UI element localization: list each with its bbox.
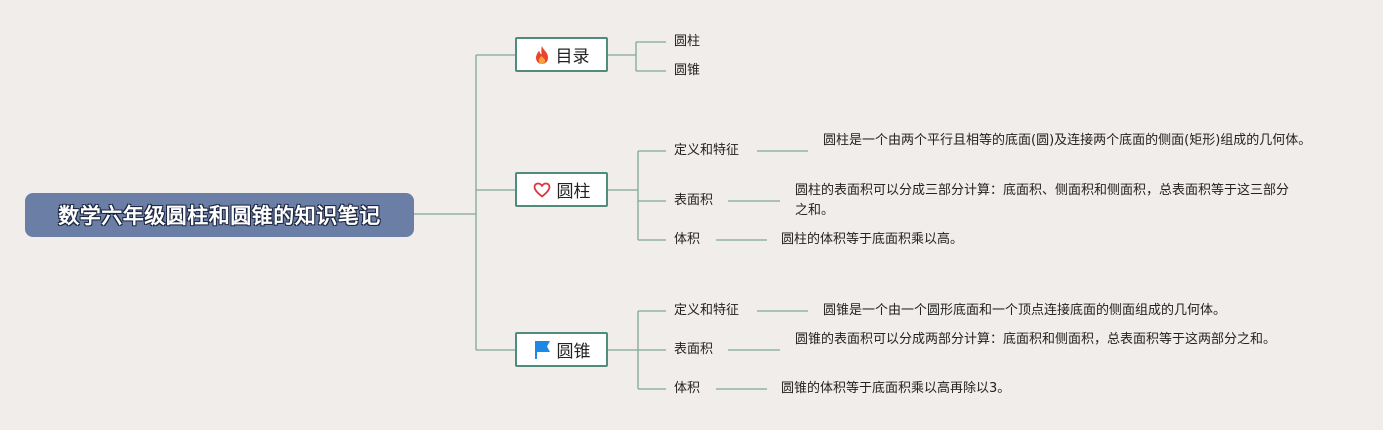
- branch-toc[interactable]: 目录: [515, 37, 608, 72]
- cylinder-surface-area-note: 圆柱的表面积可以分成三部分计算：底面积、侧面积和侧面积，总表面积等于这三部分之和…: [795, 183, 1290, 218]
- cone-volume-note: 圆锥的体积等于底面积乘以高再除以3。: [781, 381, 1011, 396]
- toc-item-cylinder[interactable]: 圆柱: [674, 34, 701, 49]
- branch-toc-label: 目录: [555, 47, 590, 67]
- cylinder-definition-note: 圆柱是一个由两个平行且相等的底面(圆)及连接两个底面的侧面(矩形)组成的几何体。: [823, 133, 1312, 148]
- root-title: 数学六年级圆柱和圆锥的知识笔记: [58, 204, 381, 228]
- cylinder-volume-note: 圆柱的体积等于底面积乘以高。: [781, 232, 964, 247]
- detail-connectors: [716, 150, 808, 390]
- branch-cylinder-label: 圆柱: [556, 182, 591, 202]
- cone-connector: [608, 310, 666, 390]
- cone-definition-note: 圆锥是一个由一个圆形底面和一个顶点连接底面的侧面组成的几何体。: [823, 303, 1227, 318]
- branch-cylinder[interactable]: 圆柱: [515, 172, 608, 207]
- root-connector: [414, 54, 515, 351]
- cylinder-connector: [608, 150, 666, 241]
- branch-cone-label: 圆锥: [556, 342, 591, 362]
- flag-icon: [533, 340, 551, 360]
- cone-surface-area-topic[interactable]: 表面积: [674, 342, 714, 357]
- root-topic[interactable]: 数学六年级圆柱和圆锥的知识笔记: [25, 193, 414, 237]
- branch-cone[interactable]: 圆锥: [515, 332, 608, 367]
- cylinder-surface-area-topic[interactable]: 表面积: [674, 193, 714, 208]
- cylinder-volume-topic[interactable]: 体积: [674, 232, 701, 247]
- toc-item-cone[interactable]: 圆锥: [674, 63, 701, 78]
- cone-surface-area-note: 圆锥的表面积可以分成两部分计算：底面积和侧面积，总表面积等于这两部分之和。: [795, 332, 1277, 347]
- fire-icon: [534, 45, 550, 65]
- cylinder-definition-topic[interactable]: 定义和特征: [674, 143, 740, 158]
- cone-definition-topic[interactable]: 定义和特征: [674, 303, 740, 318]
- heart-outline-icon: [533, 182, 551, 198]
- toc-connector: [608, 41, 666, 72]
- cone-volume-topic[interactable]: 体积: [674, 381, 701, 396]
